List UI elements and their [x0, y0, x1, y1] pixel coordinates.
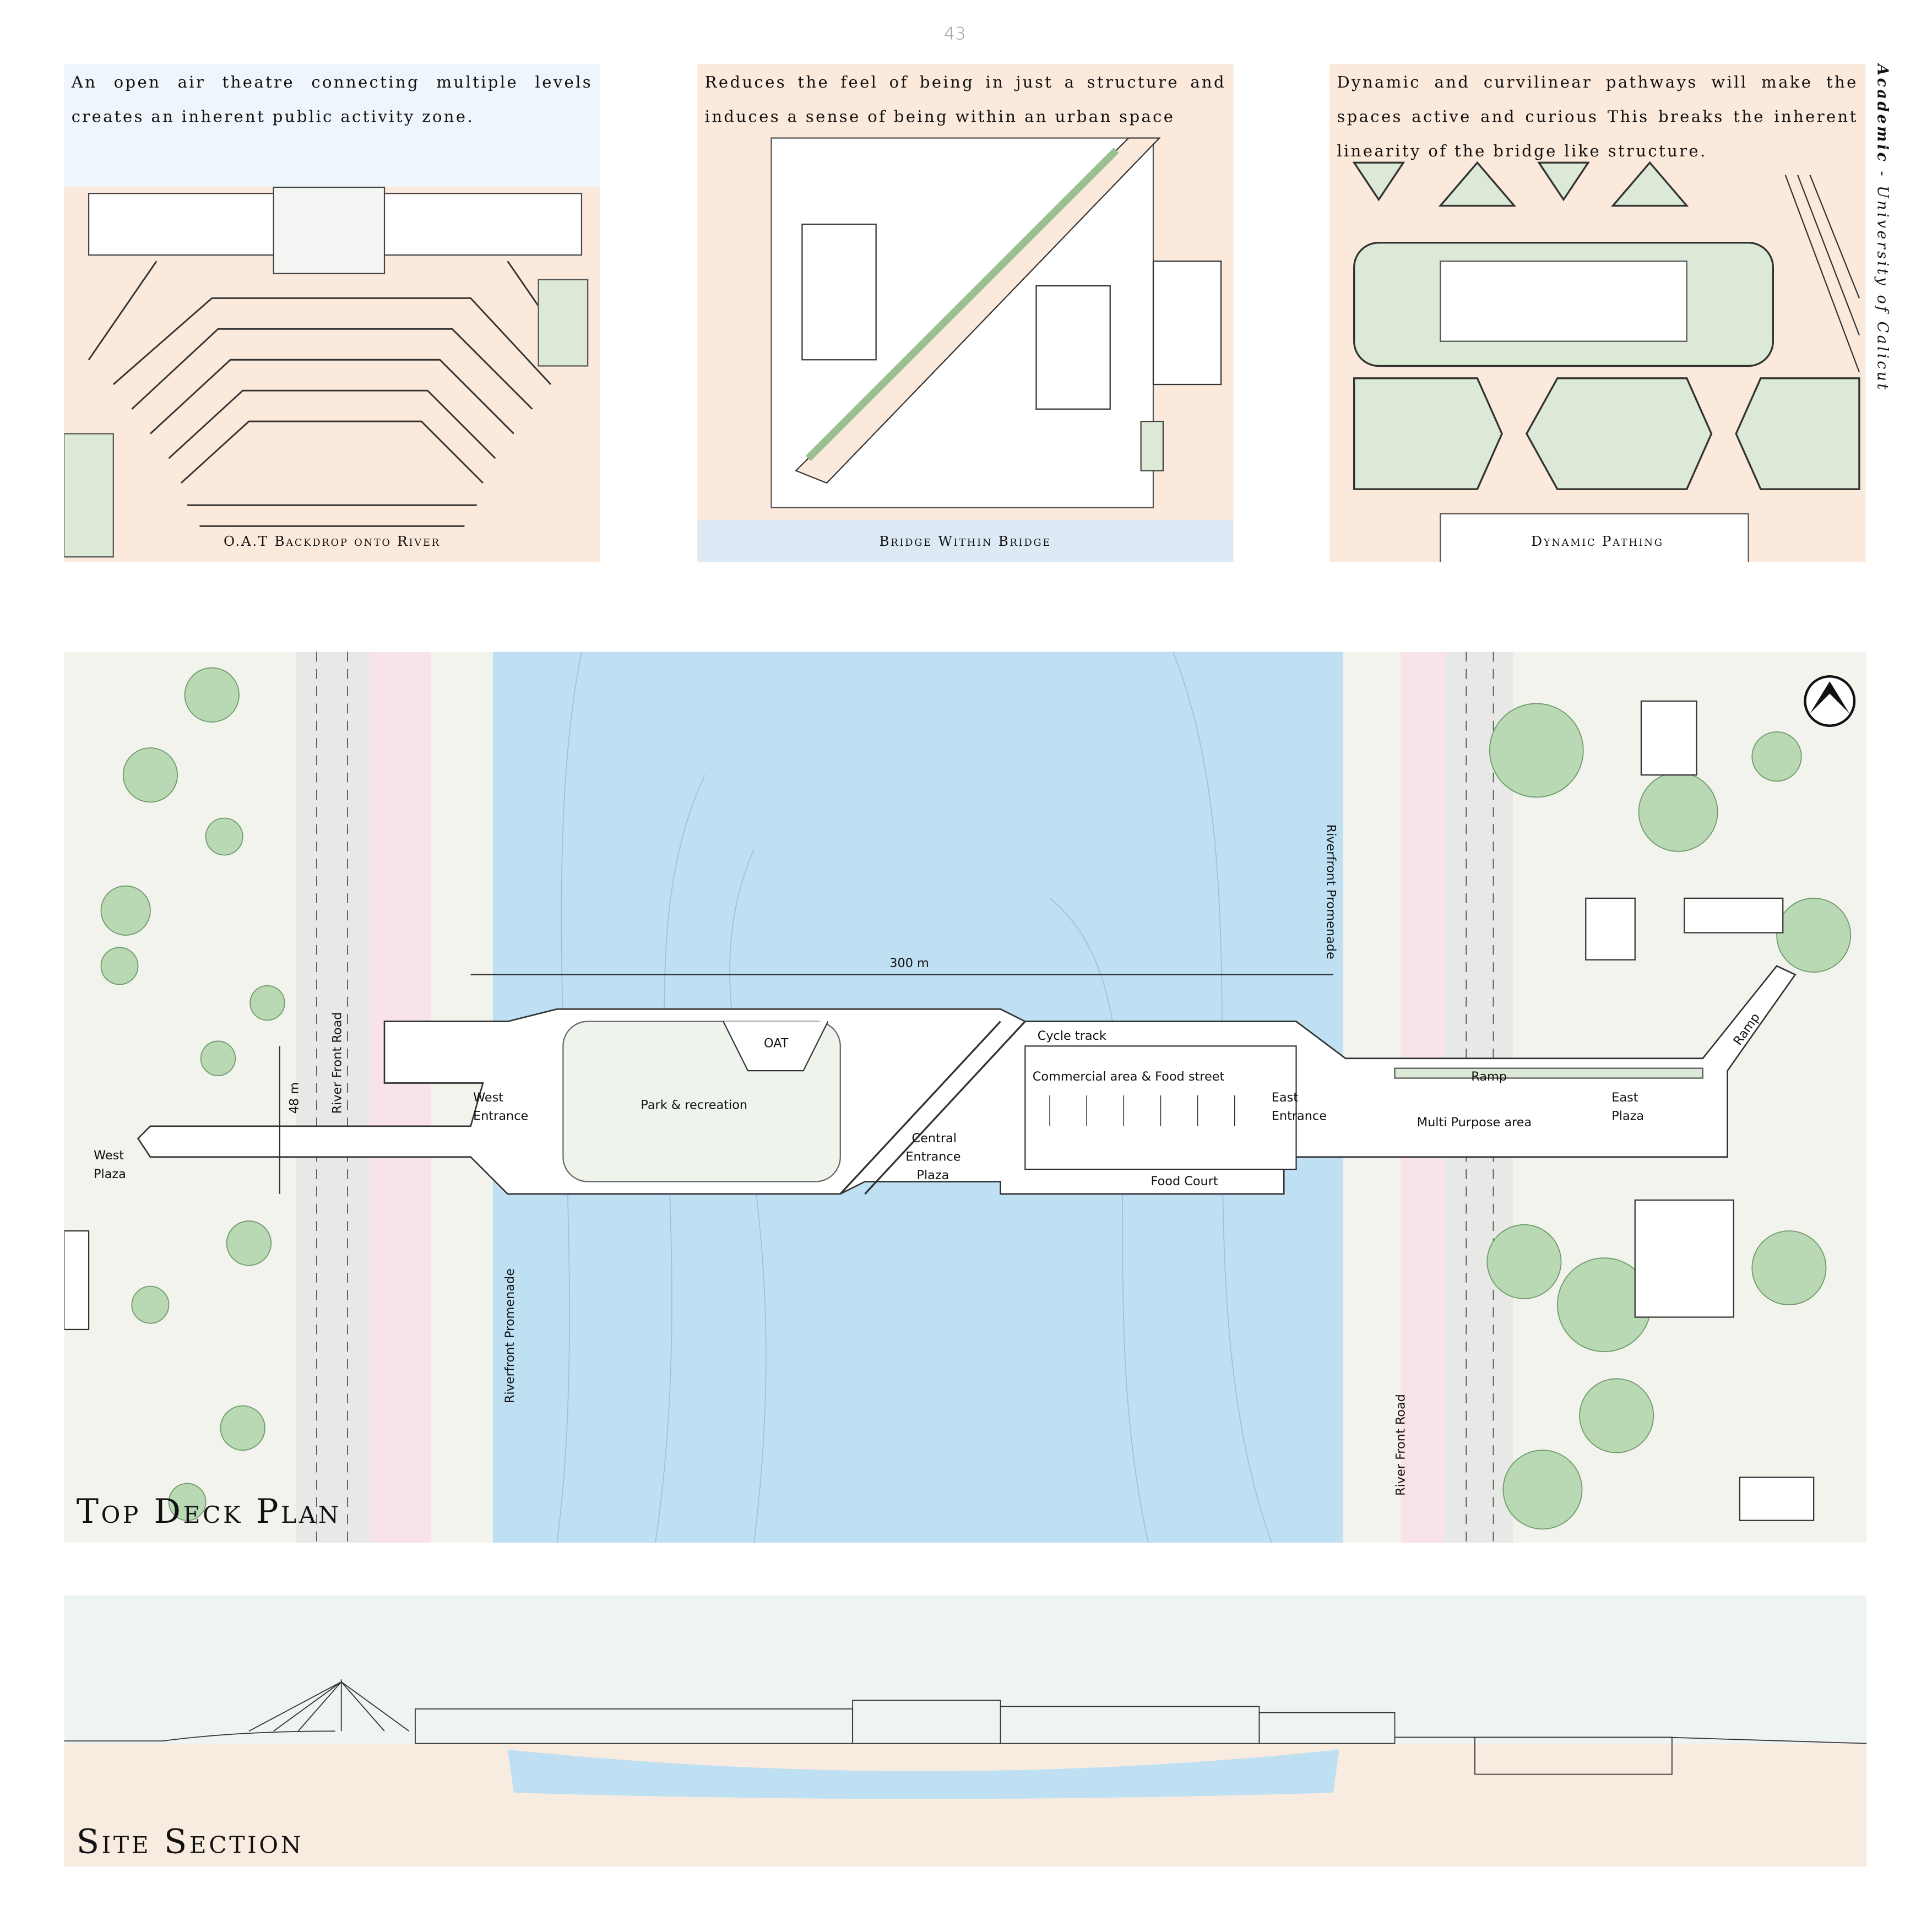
buildings: [64, 700, 1815, 1521]
panel-text-line: Dynamic and curvilinear pathways will ma…: [1337, 74, 1858, 93]
multi-purpose-label: Multi Purpose area: [1417, 1115, 1532, 1130]
east-plaza-label: East: [1611, 1090, 1638, 1105]
west-entrance-label: West: [473, 1090, 503, 1105]
pathing-sketch: [1329, 64, 1866, 562]
promenade-label-east: Riverfront Promenade: [1323, 824, 1338, 959]
section-title: Site Section: [76, 1824, 304, 1862]
east-entrance-label: East: [1272, 1090, 1298, 1105]
oat-sketch: [64, 64, 600, 562]
east-entrance-label: Entrance: [1272, 1109, 1327, 1124]
north-arrow-icon: [1804, 675, 1856, 727]
ramp-planter: [1394, 1067, 1703, 1079]
width-label: 48 m: [287, 1082, 301, 1114]
panel-text-line: spaces active and curious This breaks th…: [1337, 108, 1858, 127]
trees: [100, 667, 1852, 1530]
panel-text-line: Reduces the feel of being in just a stru…: [704, 74, 1227, 93]
east-plaza-label: Plaza: [1611, 1109, 1644, 1124]
concept-panel-pathing: Dynamic and curvilinear pathways will ma…: [1329, 64, 1866, 562]
panel-caption: O.A.T Backdrop onto River: [224, 533, 441, 550]
side-label: Academic - University of Calicut: [1874, 64, 1892, 392]
oat-label: OAT: [764, 1036, 789, 1051]
panel-text-line: An open air theatre connecting multiple …: [71, 74, 593, 93]
west-plaza-label: Plaza: [94, 1167, 126, 1181]
central-plaza-label: Central: [912, 1131, 957, 1146]
site-section: Site Section: [64, 1595, 1867, 1867]
park-label: Park & recreation: [641, 1098, 747, 1112]
concept-panel-bridge: Reduces the feel of being in just a stru…: [697, 64, 1234, 562]
plan-title: Top Deck Plan: [76, 1493, 341, 1532]
west-plaza-label: West: [94, 1148, 124, 1163]
oat-seating: [723, 1021, 829, 1072]
central-plaza-label: Entrance: [905, 1149, 960, 1164]
panel-text-line: induces a sense of being within an urban…: [704, 108, 1175, 127]
page-number: 43: [943, 24, 966, 45]
road-west: [295, 652, 370, 1543]
section-drawing: [64, 1679, 1867, 1867]
panel-caption: Dynamic Pathing: [1531, 533, 1664, 550]
ramp-label: Ramp: [1471, 1070, 1507, 1084]
top-deck-plan: 300 m 48 m River Front Road River Front …: [64, 652, 1867, 1543]
plan-drawing: 300 m 48 m River Front Road River Front …: [64, 652, 1867, 1543]
bridge-sketch: [697, 64, 1234, 562]
concept-panel-oat: An open air theatre connecting multiple …: [64, 64, 600, 562]
central-plaza-label: Plaza: [916, 1168, 949, 1182]
promenade-strip-west: [370, 652, 432, 1543]
cycle-track-label: Cycle track: [1038, 1029, 1106, 1043]
food-court-label: Food Court: [1151, 1174, 1218, 1188]
road-label-east: River Front Road: [1393, 1394, 1408, 1496]
road-label-west: River Front Road: [330, 1012, 345, 1114]
river-section: [507, 1749, 1339, 1799]
span-label: 300 m: [889, 956, 929, 970]
bridge-deck: [137, 965, 1797, 1195]
panel-caption: Bridge Within Bridge: [879, 533, 1052, 550]
panel-text-line: linearity of the bridge like structure.: [1337, 143, 1707, 162]
central-diagonal-bridge: [839, 1021, 1026, 1195]
commercial-label: Commercial area & Food street: [1033, 1070, 1225, 1084]
panel-text-line: creates an inherent public activity zone…: [71, 108, 475, 127]
promenade-label-west: Riverfront Promenade: [503, 1268, 517, 1403]
west-entrance-label: Entrance: [473, 1109, 528, 1124]
